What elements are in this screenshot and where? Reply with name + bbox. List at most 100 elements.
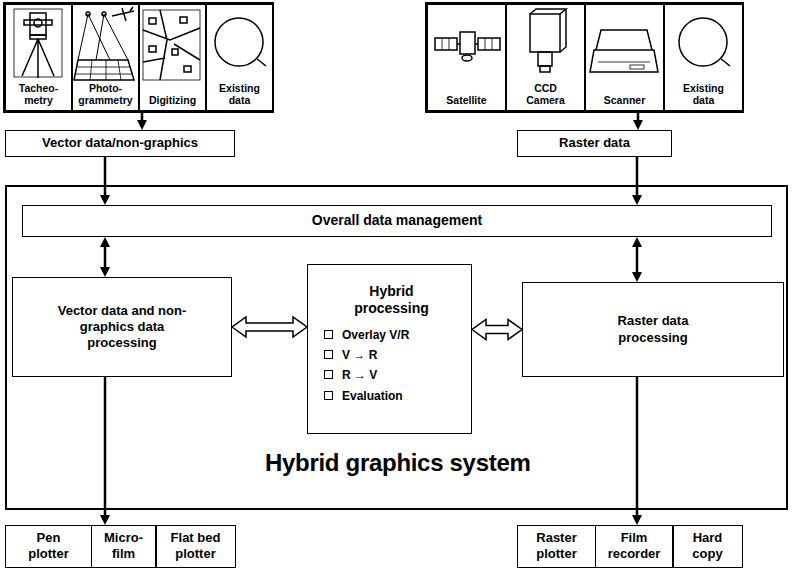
source-cell: Existing data — [206, 4, 273, 111]
data-reel-icon-stroke — [720, 58, 730, 66]
digitizing-icon-stroke — [172, 49, 178, 55]
source-label: Photo- grammetry — [77, 82, 135, 106]
source-icons — [4, 3, 743, 112]
scanner-icon-stroke — [590, 50, 658, 72]
photogrammetry-icon-stroke — [86, 12, 90, 16]
output-device-box: Micro- film — [91, 525, 157, 568]
arrow-shaft — [104, 246, 107, 268]
arrow-shaft — [141, 111, 144, 121]
digitizing-icon-stroke — [184, 66, 191, 72]
photogrammetry-icon-stroke — [112, 7, 134, 21]
ccd-camera-icon-stroke — [538, 52, 552, 66]
satellite-icon-stroke — [485, 38, 492, 50]
flow-arrow — [100, 377, 110, 525]
scanner-icon-stroke — [630, 65, 644, 69]
output-device-box: Pen plotter — [5, 525, 92, 568]
digitizing-icon-stroke — [149, 46, 156, 52]
box-label: Vector data and non-graphics data proces… — [52, 303, 192, 352]
photogrammetry-icon — [74, 7, 134, 80]
box-label: Vector data/non-graphics — [42, 135, 198, 151]
scanner-icon-stroke — [598, 62, 650, 63]
box-label: Pen plotter — [19, 530, 79, 563]
satellite-icon-stroke — [478, 38, 500, 50]
checklist-item: Evaluation — [324, 389, 403, 403]
digitizing-icon-stroke — [180, 17, 187, 23]
scanner-icon-stroke — [596, 30, 652, 50]
tacheometer-icon-stroke — [24, 20, 52, 25]
output-device-box: Raster plotter — [517, 525, 596, 568]
arrow-shaft — [636, 246, 639, 273]
tacheometer-icon-stroke — [22, 39, 54, 78]
arrow-head — [632, 272, 642, 282]
double-arrow — [472, 320, 522, 340]
data-reel-icon — [679, 18, 730, 66]
source-label: Satellite — [446, 94, 486, 106]
hybrid-process-box: Hybrid processingOverlay V/R V → R R → V Ev… — [307, 264, 472, 434]
satellite-icon-stroke — [442, 38, 449, 50]
data-management-bar: Overall data management — [22, 205, 772, 237]
source-cell: Digitizing — [139, 4, 206, 111]
box-label: Raster data — [559, 135, 630, 151]
ccd-camera-icon-stroke — [530, 14, 560, 52]
source-cell: CCD Camera — [506, 4, 585, 111]
flow-arrow — [100, 157, 110, 205]
arrow-head — [632, 195, 642, 205]
system-boundary: Hybrid graphics system Overall data manag… — [5, 185, 788, 510]
box-label: Raster data processing — [593, 313, 713, 346]
box-label: Micro- film — [99, 530, 149, 563]
satellite-icon — [435, 32, 500, 61]
source-label: Existing data — [675, 82, 733, 106]
arrow-shaft — [637, 111, 640, 121]
double-arrow-outline — [232, 317, 307, 337]
satellite-icon-stroke — [457, 43, 478, 45]
output-device-box: Hard copy — [672, 525, 743, 568]
satellite-icon-stroke — [462, 55, 472, 61]
source-cell: Existing data — [664, 4, 743, 111]
raster-source-frame — [426, 3, 743, 112]
process-title: Hybrid processing — [342, 283, 442, 317]
source-cell: Satellite — [427, 4, 506, 111]
tacheometer-icon — [14, 9, 62, 78]
flow-arrow — [632, 157, 642, 205]
ccd-camera-icon — [530, 9, 566, 72]
output-device-box: Flat bed plotter — [155, 525, 236, 568]
source-label: Scanner — [604, 94, 645, 106]
arrow-shaft — [104, 157, 107, 196]
arrow-head — [137, 120, 147, 130]
double-arrow — [232, 317, 307, 337]
arrow-shaft — [104, 377, 107, 516]
satellite-icon-stroke — [460, 32, 475, 54]
arrow-head — [633, 120, 643, 130]
system-title: Hybrid graphics system — [265, 449, 531, 477]
process-box: Raster data processing — [522, 282, 784, 377]
checklist-item: V → R — [324, 348, 377, 362]
flow-arrow — [100, 237, 110, 277]
source-cell: Tacheo- metry — [5, 4, 72, 111]
box-label: Hard copy — [683, 530, 733, 563]
photogrammetry-icon-stroke — [75, 60, 132, 80]
flow-arrow — [632, 237, 642, 282]
photogrammetry-icon-stroke — [74, 60, 134, 80]
arrow-head — [632, 515, 642, 525]
source-label: Existing data — [211, 82, 269, 106]
arrow-head — [100, 515, 110, 525]
checklist-item: R → V — [324, 368, 377, 382]
vector-source-frame — [4, 3, 273, 112]
photogrammetry-icon-stroke — [78, 14, 128, 60]
checklist-item: Overlay V/R — [324, 328, 409, 342]
source-cell: Photo- grammetry — [72, 4, 139, 111]
tacheometer-icon-stroke — [30, 35, 46, 39]
flow-arrow — [137, 111, 147, 130]
arrow-head — [632, 237, 642, 247]
arrow-head — [100, 267, 110, 277]
data-reel-icon-stroke — [256, 58, 266, 66]
data-type-box: Raster data — [517, 130, 672, 157]
source-label: Digitizing — [149, 94, 196, 106]
double-arrow-outline — [472, 320, 522, 340]
box-label: Raster plotter — [527, 530, 587, 563]
source-label: CCD Camera — [517, 82, 575, 106]
box-label: Film recorder — [604, 530, 664, 563]
arrow-head — [100, 237, 110, 247]
source-label: Tacheo- metry — [10, 82, 68, 106]
